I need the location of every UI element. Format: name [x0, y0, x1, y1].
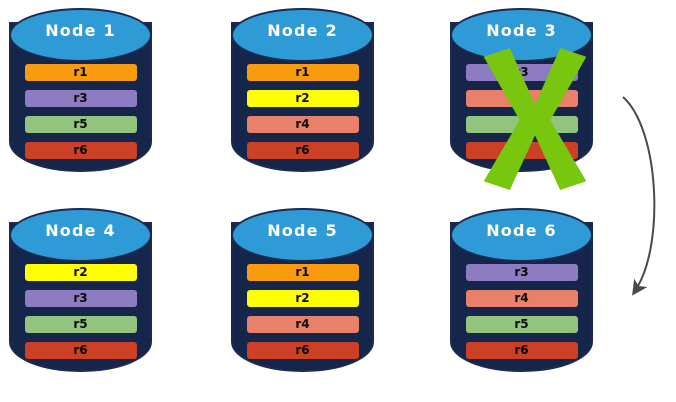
- replica-bar-r6[interactable]: r6: [24, 142, 137, 159]
- cylinder-top-ellipse: [231, 8, 374, 62]
- replica-bar-r5[interactable]: r5: [465, 316, 578, 333]
- replica-bar-r5[interactable]: [465, 116, 578, 133]
- replica-bar-r1[interactable]: r1: [246, 264, 359, 281]
- replica-bar-r5[interactable]: r5: [24, 316, 137, 333]
- replica-list: r1 r3 r5 r6: [9, 64, 152, 159]
- cylinder-top-ellipse: [9, 8, 152, 62]
- cylinder-top-ellipse: [450, 208, 593, 262]
- replica-bar-r4[interactable]: r4: [465, 290, 578, 307]
- replica-bar-r2[interactable]: r2: [24, 264, 137, 281]
- replica-bar-r4[interactable]: r4: [246, 316, 359, 333]
- replica-bar-r6[interactable]: r6: [24, 342, 137, 359]
- replica-list: r1 r2 r4 r6: [231, 264, 374, 359]
- replica-bar-r3[interactable]: r3: [24, 290, 137, 307]
- cylinder-top-ellipse: [9, 208, 152, 262]
- replica-bar-r2[interactable]: r2: [246, 90, 359, 107]
- replica-list: r2 r3 r5 r6: [9, 264, 152, 359]
- replica-bar-r1[interactable]: r1: [24, 64, 137, 81]
- replica-bar-r2[interactable]: r2: [246, 290, 359, 307]
- replica-bar-r3[interactable]: r3: [465, 264, 578, 281]
- replica-list: r1 r2 r4 r6: [231, 64, 374, 159]
- cylinder-top-ellipse: [450, 8, 593, 62]
- cylinder-top-ellipse: [231, 208, 374, 262]
- replica-bar-r1[interactable]: r1: [246, 64, 359, 81]
- replica-bar-r6[interactable]: r6: [246, 142, 359, 159]
- replica-bar-r6[interactable]: r6: [465, 342, 578, 359]
- replica-list: r3: [450, 64, 593, 159]
- replica-list: r3 r4 r5 r6: [450, 264, 593, 359]
- replica-bar-r6[interactable]: [465, 142, 578, 159]
- replica-bar-r3[interactable]: r3: [24, 90, 137, 107]
- replica-bar-r5[interactable]: r5: [24, 116, 137, 133]
- replica-bar-r4[interactable]: r4: [246, 116, 359, 133]
- replica-bar-r6[interactable]: r6: [246, 342, 359, 359]
- replica-bar-r3[interactable]: r3: [465, 64, 578, 81]
- replica-bar-r4[interactable]: [465, 90, 578, 107]
